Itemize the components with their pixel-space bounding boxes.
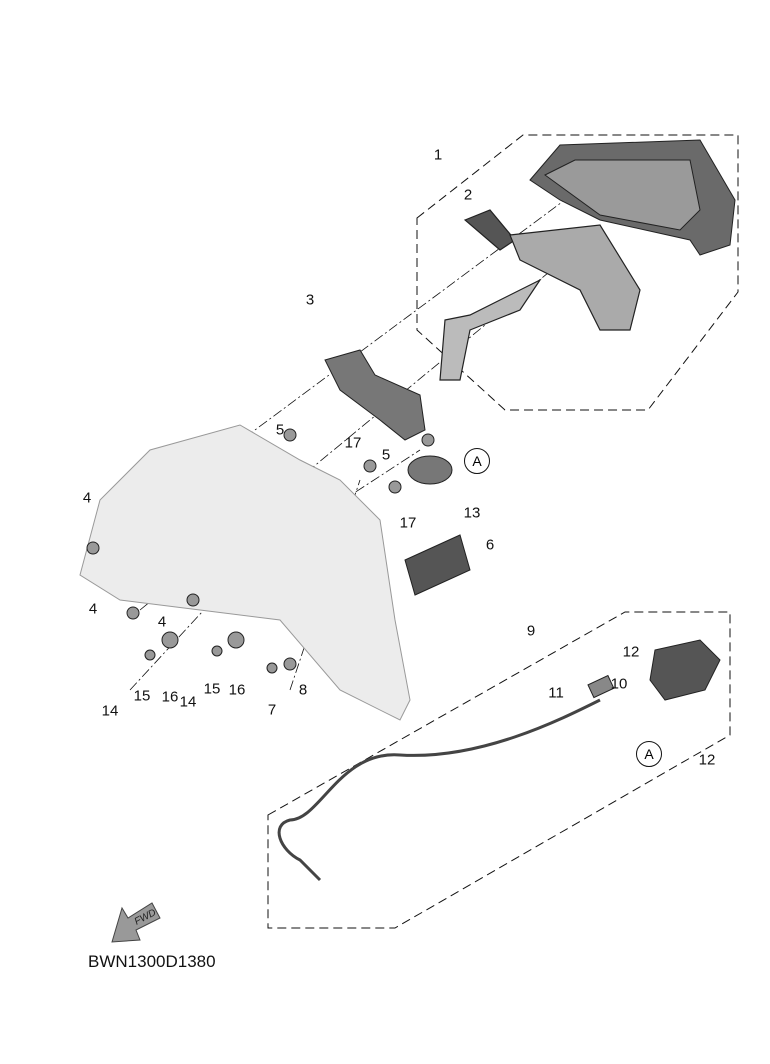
callout-15: 15 bbox=[133, 687, 151, 705]
wire-harness bbox=[277, 698, 601, 882]
callout-13: 13 bbox=[463, 504, 481, 522]
group-9-outline bbox=[267, 611, 731, 929]
reference-mark-a: A bbox=[464, 448, 490, 474]
callout-17: 17 bbox=[399, 514, 417, 532]
callout-4: 4 bbox=[157, 613, 167, 631]
tail-light-part bbox=[529, 139, 736, 256]
callout-4: 4 bbox=[82, 489, 92, 507]
callout-3: 3 bbox=[305, 291, 315, 309]
group-1-outline bbox=[416, 134, 739, 411]
license-light-bracket bbox=[439, 209, 641, 381]
callout-14: 14 bbox=[101, 702, 119, 720]
callout-5: 5 bbox=[381, 446, 391, 464]
license-light-part bbox=[649, 639, 721, 701]
callout-12: 12 bbox=[622, 643, 640, 661]
callout-16: 16 bbox=[228, 681, 246, 699]
callout-16: 16 bbox=[161, 688, 179, 706]
diagram-code: BWN1300D1380 bbox=[88, 952, 216, 971]
callout-1: 1 bbox=[433, 146, 443, 164]
callout-17: 17 bbox=[344, 434, 362, 452]
callout-14: 14 bbox=[179, 693, 197, 711]
part-13 bbox=[407, 455, 453, 485]
callout-15: 15 bbox=[203, 680, 221, 698]
callout-2: 2 bbox=[463, 186, 473, 204]
rear-fender bbox=[79, 424, 411, 721]
callout-4: 4 bbox=[88, 600, 98, 618]
callout-8: 8 bbox=[298, 681, 308, 699]
bracket-part-3 bbox=[324, 349, 426, 441]
reflector-part-6 bbox=[404, 534, 471, 596]
callout-5: 5 bbox=[275, 421, 285, 439]
callout-7: 7 bbox=[267, 701, 277, 719]
callout-12: 12 bbox=[698, 751, 716, 769]
fwd-arrow-icon bbox=[111, 902, 161, 943]
callout-11: 11 bbox=[548, 684, 564, 702]
callout-10: 10 bbox=[610, 675, 628, 693]
reference-mark-a: A bbox=[636, 741, 662, 767]
callout-6: 6 bbox=[485, 536, 495, 554]
callout-9: 9 bbox=[526, 622, 536, 640]
